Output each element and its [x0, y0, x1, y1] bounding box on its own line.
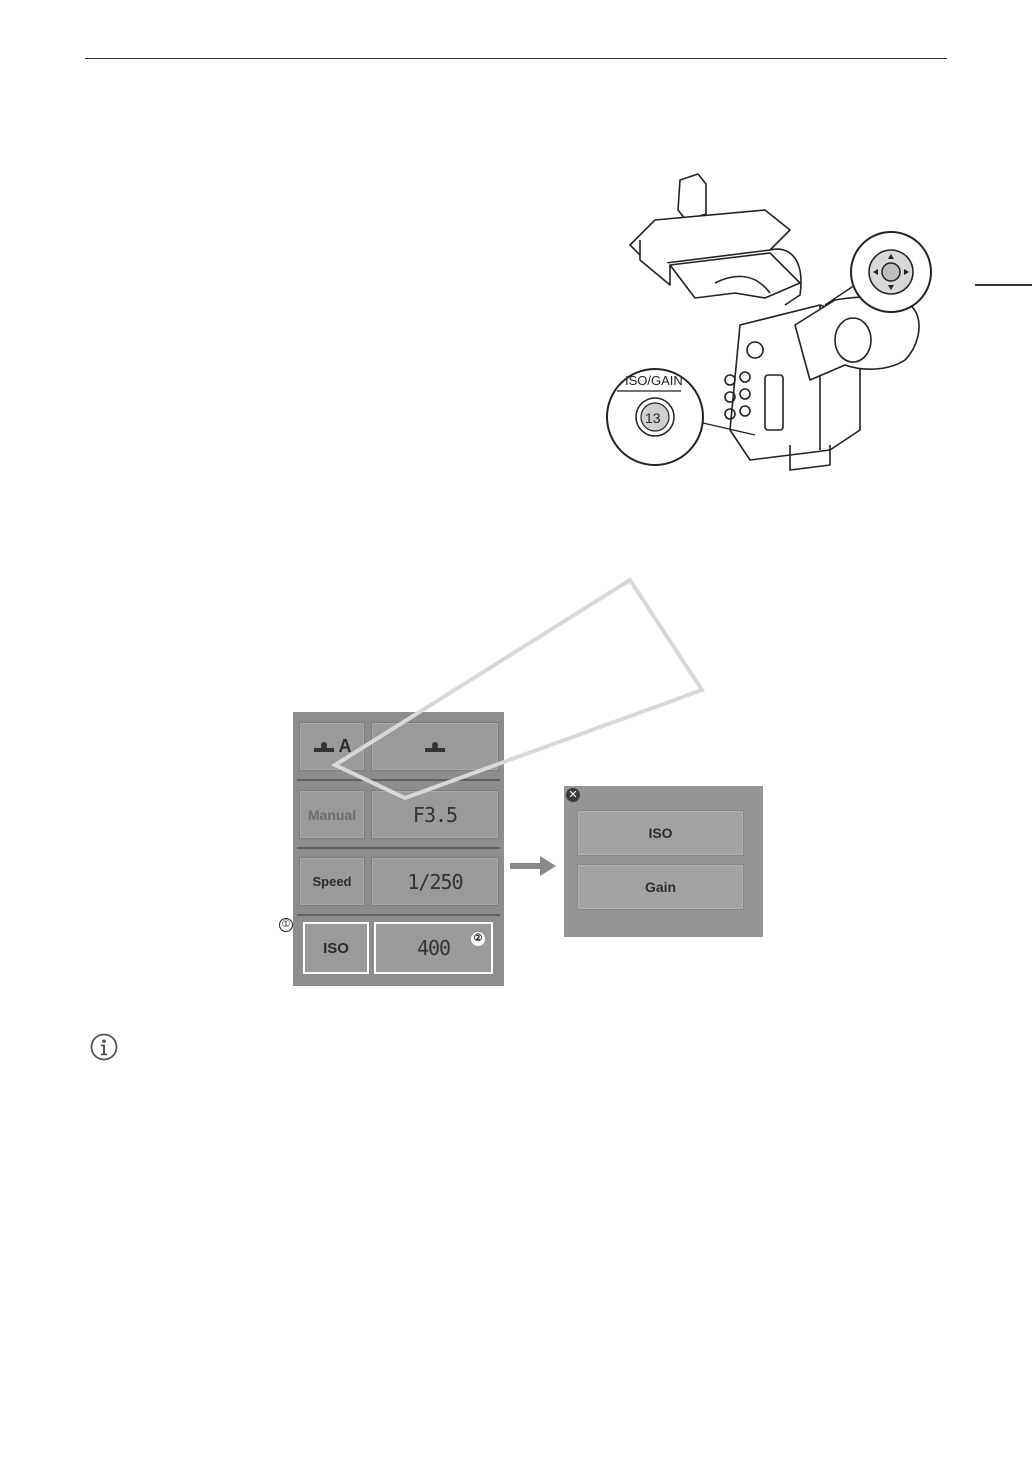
nd-auto-button[interactable]: A — [299, 722, 365, 771]
camera-settings-panel: A Manual F3.5 Speed 1/250 ISO 400 — [293, 712, 504, 986]
close-icon[interactable]: ✕ — [566, 788, 580, 802]
nd-filter-button[interactable] — [371, 722, 499, 771]
arrow-right-icon — [510, 856, 556, 876]
header-rule — [85, 58, 947, 59]
gain-option-label: Gain — [644, 879, 677, 895]
gain-option-button[interactable]: Gain — [577, 864, 744, 910]
aperture-value-button[interactable]: F3.5 — [371, 790, 499, 839]
iso-option-button[interactable]: ISO — [577, 810, 744, 856]
iso-gain-mode-button[interactable]: ISO — [303, 922, 369, 974]
row-divider — [297, 914, 500, 916]
nd-auto-icon: A — [313, 736, 352, 757]
button-number: 13 — [645, 410, 661, 426]
row-divider — [297, 847, 500, 849]
callout-2: ② — [471, 932, 485, 946]
callout-1: ① — [279, 918, 293, 932]
chapter-tab-rule — [975, 284, 1032, 286]
iso-gain-select-popup: ✕ ISO Gain — [564, 786, 763, 937]
iso-value: 400 — [416, 936, 451, 960]
shutter-mode-label: Speed — [312, 874, 352, 889]
row-divider — [297, 779, 500, 781]
nd-icon — [425, 741, 445, 752]
iso-mode-label: ISO — [323, 939, 349, 957]
iris-mode-button[interactable]: Manual — [299, 790, 365, 839]
iso-gain-label: ISO/GAIN — [625, 373, 683, 388]
camera-illustration: ISO/GAIN 13 — [606, 173, 932, 471]
iso-value-button[interactable]: 400 — [374, 922, 493, 974]
shutter-mode-button[interactable]: Speed — [299, 857, 365, 906]
shutter-value-button[interactable]: 1/250 — [371, 857, 499, 906]
info-icon — [90, 1033, 118, 1061]
aperture-value: F3.5 — [412, 802, 458, 827]
iso-option-label: ISO — [648, 825, 673, 841]
iris-mode-label: Manual — [307, 806, 357, 823]
shutter-value: 1/250 — [407, 869, 463, 894]
